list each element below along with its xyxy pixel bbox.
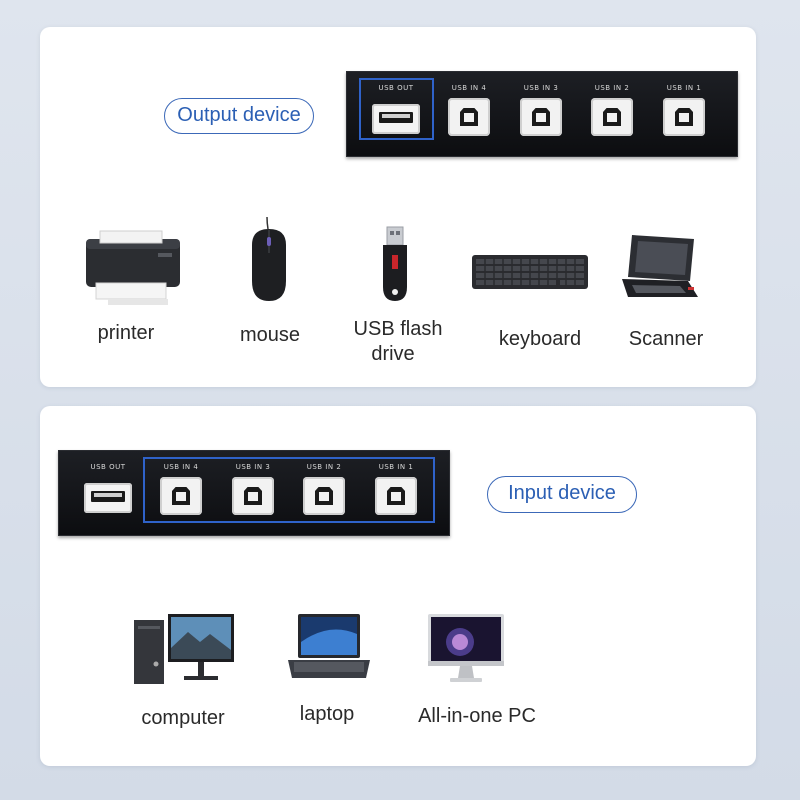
usb-in-3-port <box>232 477 274 515</box>
scanner-label: Scanner <box>628 328 704 350</box>
printer-label: printer <box>97 322 155 344</box>
laptop-label: laptop <box>299 703 355 725</box>
usb-in-2-port <box>591 98 633 136</box>
keyboard-label: keyboard <box>498 328 582 350</box>
output-device-badge: Output device <box>164 98 314 134</box>
usb-in-2-port <box>303 477 345 515</box>
usb-in-3-port <box>520 98 562 136</box>
all-in-one-pc-icon <box>428 614 504 682</box>
mouse-label: mouse <box>239 324 301 346</box>
usb-in-4-label: USB IN 4 <box>451 84 487 92</box>
usb-in-3-label: USB IN 3 <box>523 84 559 92</box>
usb-flash-drive-label-line2: drive <box>371 343 415 365</box>
laptop-icon <box>288 614 370 678</box>
usb-out-port <box>84 483 132 513</box>
mouse-icon <box>252 216 286 301</box>
computer-label: computer <box>141 707 225 729</box>
usb-in-highlight <box>143 457 435 523</box>
all-in-one-pc-label: All-in-one PC <box>418 705 536 727</box>
usb-out-highlight <box>359 78 434 140</box>
usb-in-2-label: USB IN 2 <box>594 84 630 92</box>
usb-switch-hub-top: USB OUT USB IN 4 USB IN 3 USB IN 2 USB I… <box>346 71 738 157</box>
input-device-badge: Input device <box>487 476 637 513</box>
printer-icon <box>86 230 180 305</box>
computer-icon <box>134 614 234 684</box>
usb-flash-drive-label-line1: USB flash <box>353 318 443 340</box>
usb-in-2-label: USB IN 2 <box>306 463 342 471</box>
usb-in-1-label: USB IN 1 <box>666 84 702 92</box>
usb-out-label: USB OUT <box>378 84 414 92</box>
output-device-panel: Output device USB OUT USB IN 4 USB IN 3 … <box>40 27 756 387</box>
usb-in-1-port <box>375 477 417 515</box>
usb-in-4-port <box>448 98 490 136</box>
usb-in-3-label: USB IN 3 <box>235 463 271 471</box>
usb-out-port <box>372 104 420 134</box>
usb-out-label: USB OUT <box>90 463 126 471</box>
usb-in-4-label: USB IN 4 <box>163 463 199 471</box>
usb-in-1-label: USB IN 1 <box>378 463 414 471</box>
usb-flash-drive-icon <box>383 226 407 301</box>
usb-in-1-port <box>663 98 705 136</box>
scanner-icon <box>622 235 698 297</box>
input-device-panel: USB OUT USB IN 4 USB IN 3 USB IN 2 USB I… <box>40 406 756 766</box>
usb-switch-hub-bottom: USB OUT USB IN 4 USB IN 3 USB IN 2 USB I… <box>58 450 450 536</box>
usb-in-4-port <box>160 477 202 515</box>
keyboard-icon <box>472 255 588 289</box>
